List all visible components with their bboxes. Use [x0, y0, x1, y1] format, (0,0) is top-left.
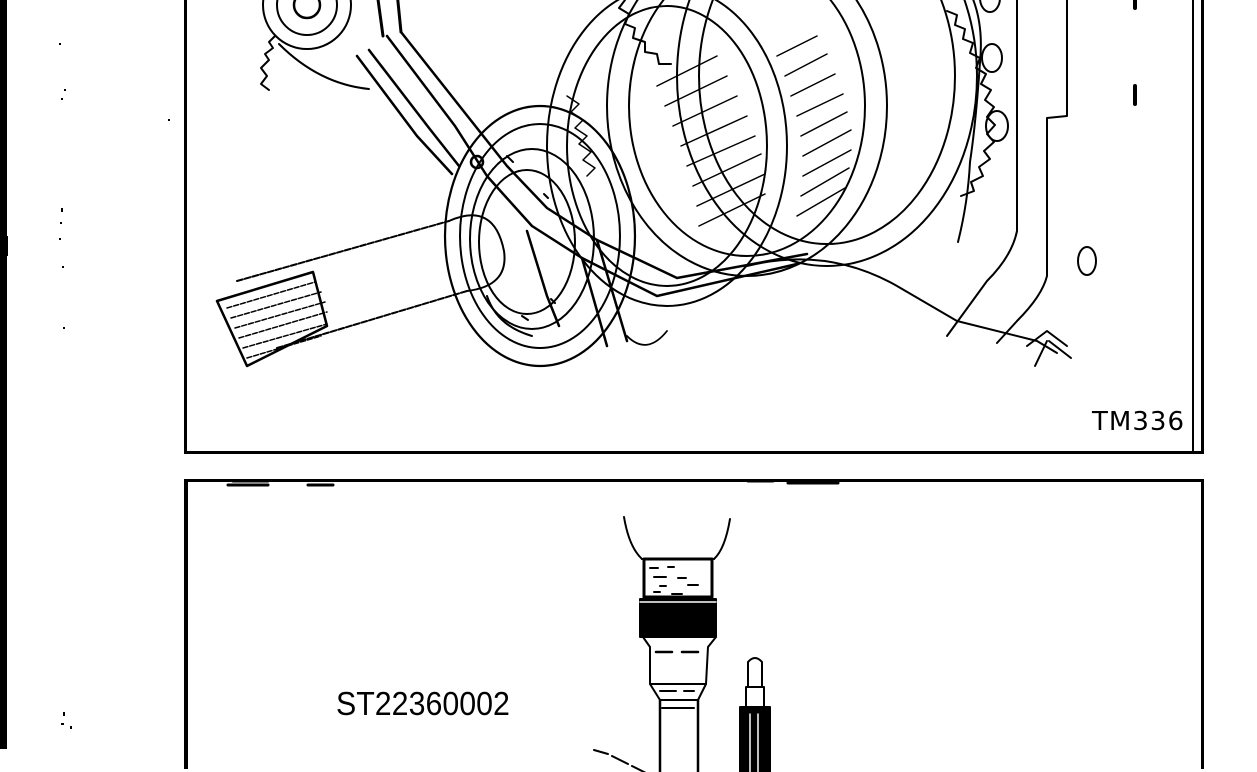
mainshaft-drawing: [215, 214, 506, 368]
page-binding-edge: [0, 0, 7, 749]
scan-speck: [63, 712, 65, 716]
scan-speck: [59, 238, 61, 240]
figure-code-label: TM336: [1092, 407, 1185, 437]
special-tool-illustration: [226, 482, 840, 772]
helical-gear-drawing: [546, 0, 996, 307]
scan-speck: [61, 723, 64, 725]
page-binding-edge-mark: [6, 236, 8, 256]
scan-speck: [59, 43, 61, 45]
callout-leader-line: [593, 749, 647, 772]
idler-gear-drawing: [260, 0, 370, 91]
gear-assembly-illustration: [215, 0, 1194, 451]
bearing-drawing: [443, 104, 637, 368]
scan-speck: [63, 327, 65, 329]
scan-speck: [61, 208, 63, 212]
housing-lower-edge: [746, 258, 1058, 354]
scan-speck: [62, 266, 64, 268]
scan-speck: [61, 98, 63, 100]
drift-handle-drawing: [623, 516, 731, 772]
scan-speck: [64, 89, 66, 91]
pilot-tool-drawing: [739, 657, 771, 772]
scan-speck: [60, 222, 62, 224]
scan-speck: [70, 726, 72, 729]
tool-part-number-label: ST22360002: [336, 685, 510, 722]
figure-special-tool: ST22360002: [184, 479, 1204, 772]
figure-gear-assembly: TM336: [184, 0, 1204, 454]
snap-ring-pliers-drawing: [355, 0, 809, 348]
transmission-case-drawing: [946, 0, 1194, 451]
scan-speck: [168, 119, 170, 121]
